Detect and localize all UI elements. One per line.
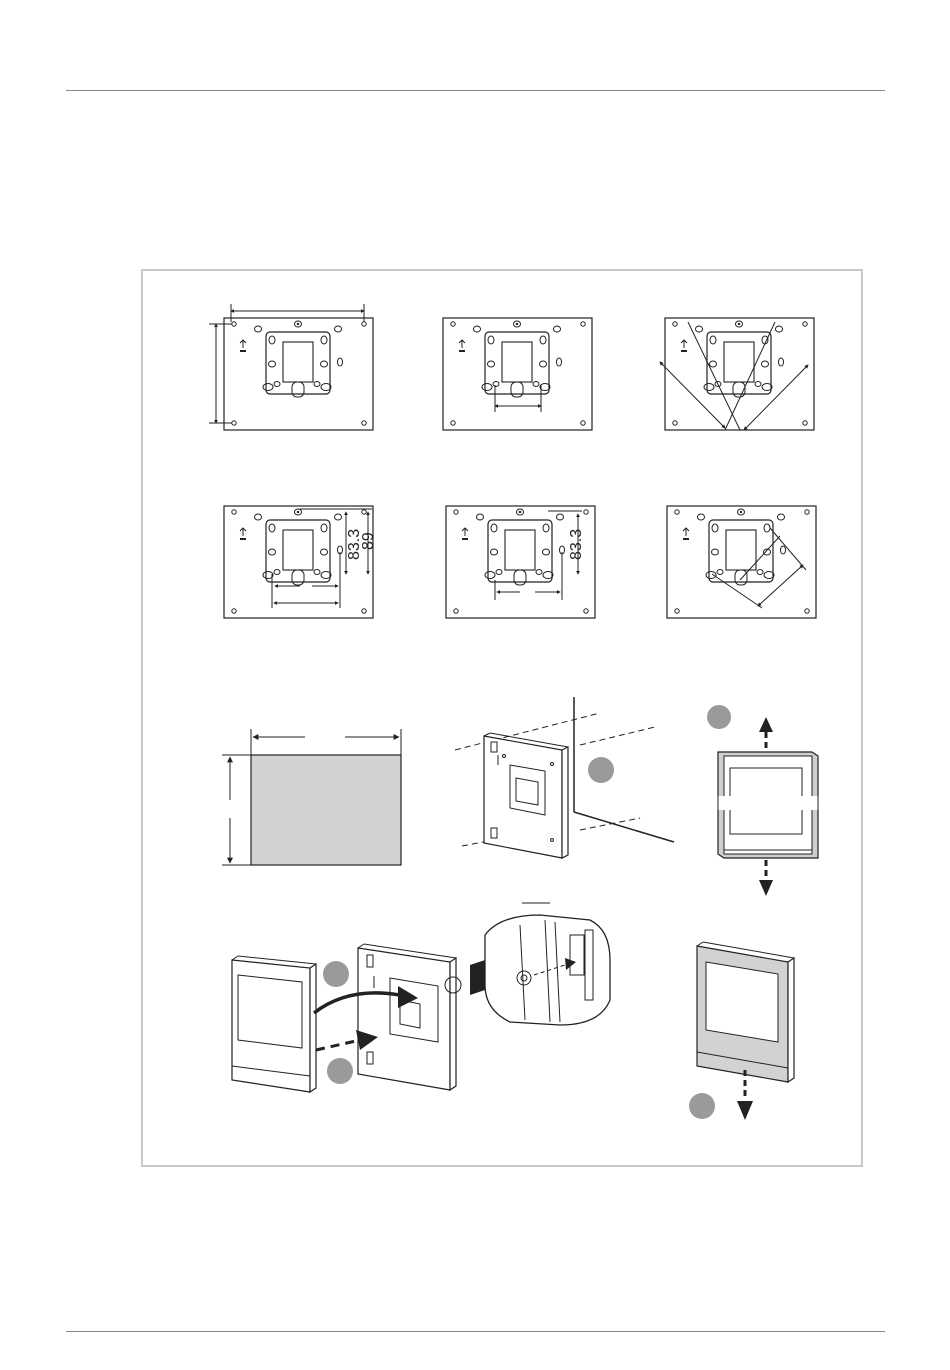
cutout-dimension-diagram bbox=[222, 729, 401, 865]
plate-diagram-5: 83.3 bbox=[446, 506, 595, 618]
dimension-label-89: 89 bbox=[360, 532, 377, 550]
plate-diagram-4: 83.3 89 bbox=[224, 506, 377, 618]
wall-mounting-plate-perspective bbox=[455, 697, 674, 858]
step-marker-circle bbox=[707, 705, 731, 729]
plate-diagram-2 bbox=[443, 318, 592, 430]
device-release-diagram bbox=[689, 942, 794, 1120]
device-attach-diagram bbox=[232, 903, 610, 1092]
dimension-label-83-3-second: 83.3 bbox=[568, 529, 585, 560]
frame-removal-diagram bbox=[707, 705, 823, 896]
step-marker-circle bbox=[323, 961, 349, 987]
step-marker-circle bbox=[327, 1058, 353, 1084]
step-marker-circle bbox=[689, 1093, 715, 1119]
plate-diagram-3 bbox=[660, 318, 814, 430]
step-marker-circle bbox=[588, 757, 614, 783]
plate-diagram-1 bbox=[209, 304, 373, 430]
plate-diagram-6 bbox=[667, 506, 816, 618]
